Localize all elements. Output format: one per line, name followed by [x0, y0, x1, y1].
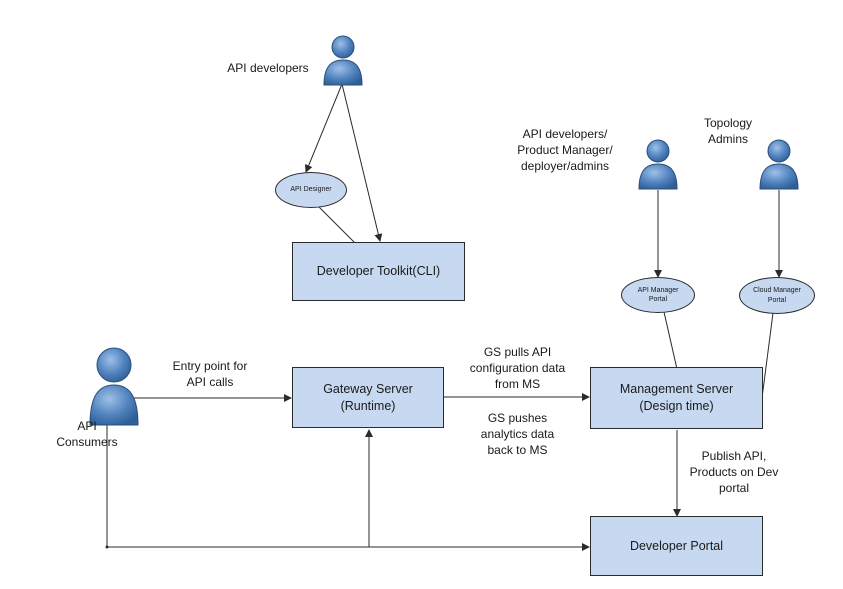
entry-point-label: Entry point for API calls: [172, 359, 248, 390]
edge-cloud-manager-portal-to-ms: [761, 312, 774, 399]
edge-developer-to-designer: [304, 83, 343, 173]
api-developers-actor-icon: [323, 35, 363, 86]
topology-admins-label: Topology Admins: [703, 116, 753, 147]
api-dev-product-actor-icon: [638, 139, 678, 190]
gateway-server-node: Gateway Server (Runtime): [292, 367, 444, 428]
api-developers-label: API developers: [227, 61, 309, 75]
edge-designer-to-toolkit: [317, 205, 355, 243]
topology-admins-actor-icon: [759, 139, 799, 190]
gs-pulls-label: GS pulls API configuration data from MS: [469, 345, 566, 392]
gs-pushes-label: GS pushes analytics data back to MS: [480, 411, 555, 458]
publish-api-label: Publish API, Products on Dev portal: [689, 449, 779, 496]
api-designer-node: API Designer: [275, 172, 347, 208]
api-dev-product-label: API developers/ Product Manager/ deploye…: [517, 127, 613, 174]
api-consumers-actor-icon: [89, 347, 139, 426]
developer-portal-node: Developer Portal: [590, 516, 763, 576]
cloud-manager-portal-node: Cloud Manager Portal: [739, 277, 815, 314]
developer-toolkit-node: Developer Toolkit(CLI): [292, 242, 465, 301]
api-consumers-label: API Consumers: [56, 419, 118, 450]
management-server-node: Management Server (Design time): [590, 367, 763, 429]
edge-api-manager-portal-to-ms: [663, 311, 678, 370]
api-manager-portal-node: API Manager Portal: [621, 277, 695, 313]
edge-developer-to-toolkit: [341, 83, 383, 242]
